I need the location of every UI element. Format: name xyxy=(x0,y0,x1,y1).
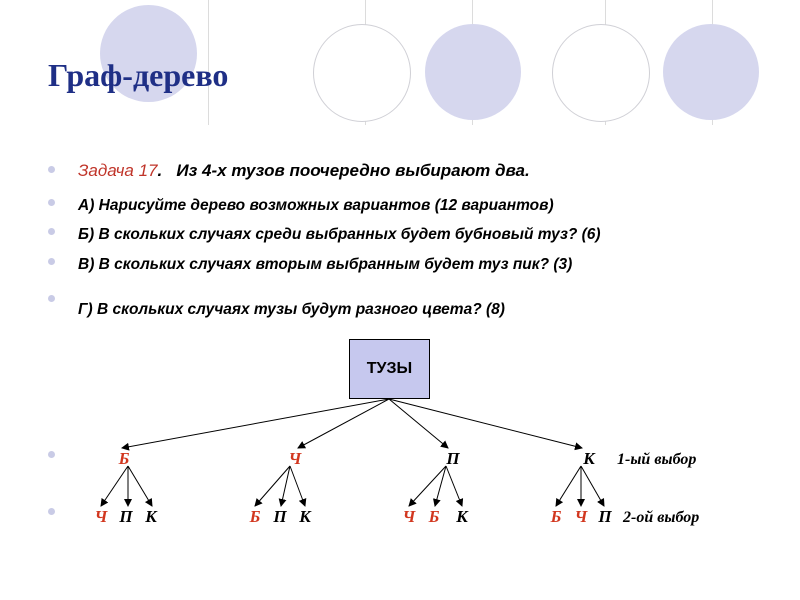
tree-level1-node: Ч xyxy=(288,449,302,468)
tree-edge xyxy=(121,398,390,451)
tree-edge xyxy=(445,465,464,507)
task-item-d: Г) В скольких случаях тузы будут разного… xyxy=(78,301,505,318)
task-label-dot: . xyxy=(157,161,163,180)
tree-level2-node: Б xyxy=(428,507,440,526)
tree-level2-node: Ч xyxy=(574,507,588,526)
tree-edge xyxy=(254,465,291,507)
bullet xyxy=(48,166,55,173)
bullet xyxy=(48,508,55,515)
decor-circle-filled xyxy=(100,5,197,102)
tree-level2-node: Б xyxy=(249,507,261,526)
task-header: Задача 17. Из 4-х тузов поочередно выбир… xyxy=(78,161,530,181)
task-item-b: Б) В скольких случаях среди выбранных бу… xyxy=(78,226,601,243)
task-item-c: В) В скольких случаях вторым выбранным б… xyxy=(78,256,573,273)
tree-edge xyxy=(127,465,153,507)
level2-caption: 2-ой выбор xyxy=(623,509,700,526)
tree-edge xyxy=(388,398,449,449)
tree-level2-node: К xyxy=(145,507,157,526)
tree-edge xyxy=(555,465,582,507)
tree-edge xyxy=(297,398,390,449)
task-item-a: А) Нарисуйте дерево возможных вариантов … xyxy=(78,197,554,214)
tree-level2-node: К xyxy=(299,507,311,526)
bullet xyxy=(48,451,55,458)
decor-circle-outline xyxy=(552,24,650,122)
tree-level2-node: Б xyxy=(550,507,562,526)
tree-root-node: ТУЗЫ xyxy=(349,339,430,399)
bullet xyxy=(48,258,55,265)
bullet xyxy=(48,228,55,235)
decor-circle-filled xyxy=(425,24,521,120)
tree-edge xyxy=(100,465,129,507)
slide-title: Граф-дерево xyxy=(48,57,229,93)
tree-level2-node: К xyxy=(456,507,468,526)
level1-caption: 1-ый выбор xyxy=(617,451,697,468)
tree-level2-node: П xyxy=(598,507,612,526)
bullet xyxy=(48,295,55,302)
bullet xyxy=(48,199,55,206)
tree-level2-node: Ч xyxy=(402,507,416,526)
task-text: Из 4-х тузов поочередно выбирают два. xyxy=(176,161,530,180)
tree-level1-node: П xyxy=(446,449,460,468)
tree-level2-node: П xyxy=(273,507,287,526)
decor-circle-outline xyxy=(313,24,411,122)
tree-level1-node: К xyxy=(583,449,595,468)
task-label: Задача 17 xyxy=(78,161,158,180)
tree-edge xyxy=(432,465,447,507)
tree-edge xyxy=(388,398,583,451)
decor-circle-filled xyxy=(663,24,759,120)
tree-level2-node: Ч xyxy=(94,507,108,526)
tree-edge xyxy=(289,465,307,507)
tree-level2-node: П xyxy=(119,507,133,526)
tree-edge xyxy=(580,465,605,507)
decor-line xyxy=(208,0,209,125)
tree-edge xyxy=(408,465,447,507)
tree-level1-node: Б xyxy=(118,449,130,468)
tree-edge xyxy=(278,465,291,507)
